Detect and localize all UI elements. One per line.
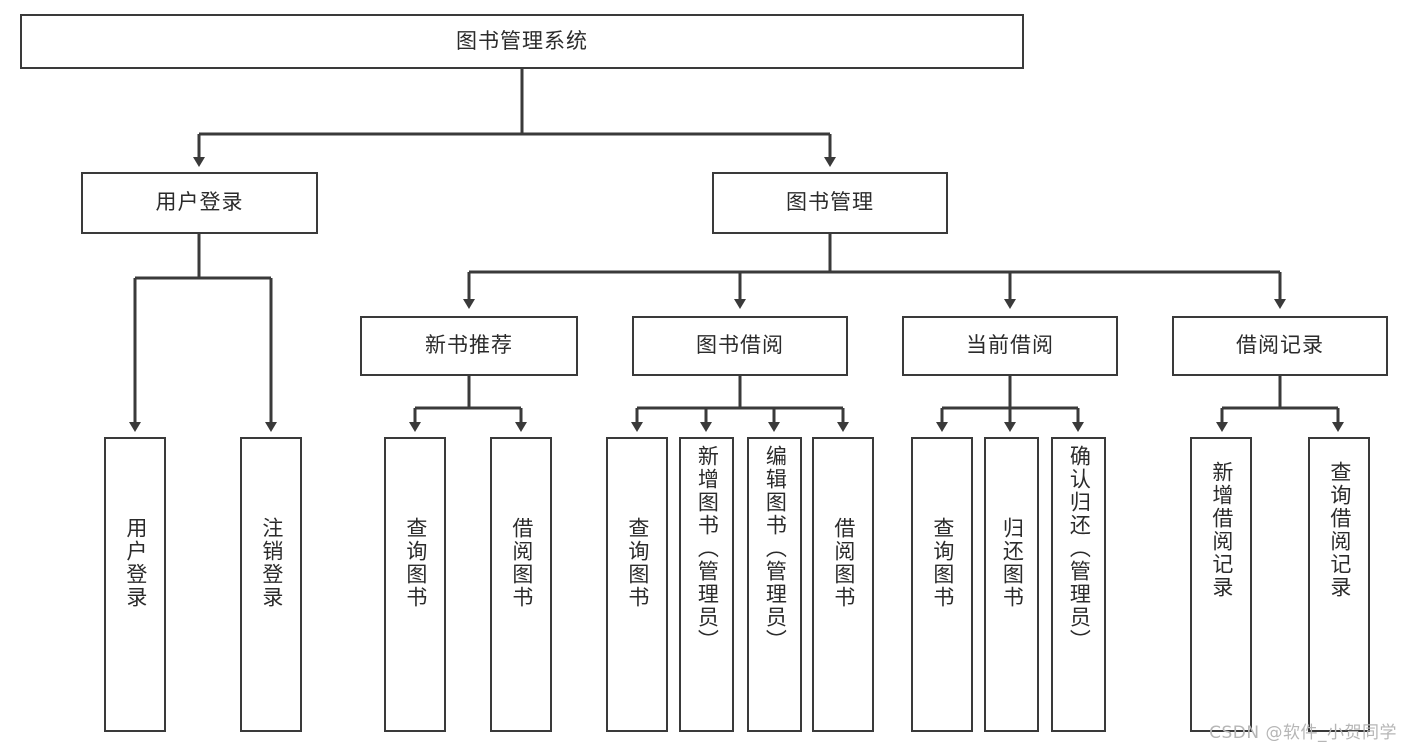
- leaf-label: 新增图书（管理员）: [695, 445, 720, 652]
- node-label: 图书管理: [786, 190, 874, 215]
- leaf-edit-book-admin[interactable]: 编辑图书（管理员）: [747, 437, 802, 732]
- leaf-query-book-current[interactable]: 查询图书: [911, 437, 973, 732]
- leaf-label: 查询图书: [625, 517, 650, 609]
- leaf-label: 注销登录: [259, 517, 284, 609]
- node-user-login[interactable]: 用户登录: [81, 172, 318, 234]
- leaf-add-borrow-record[interactable]: 新增借阅记录: [1190, 437, 1252, 732]
- node-label: 当前借阅: [966, 333, 1054, 358]
- node-label: 图书借阅: [696, 333, 784, 358]
- node-label: 用户登录: [155, 190, 244, 215]
- leaf-label: 查询借阅记录: [1327, 461, 1352, 599]
- leaf-query-book-recommend[interactable]: 查询图书: [384, 437, 446, 732]
- leaf-confirm-return-admin[interactable]: 确认归还（管理员）: [1051, 437, 1106, 732]
- node-label: 新书推荐: [425, 333, 513, 358]
- leaf-label: 编辑图书（管理员）: [763, 445, 788, 652]
- node-label: 图书管理系统: [456, 28, 588, 53]
- leaf-label: 用户登录: [123, 517, 148, 609]
- leaf-label: 查询图书: [403, 517, 428, 609]
- leaf-add-book-admin[interactable]: 新增图书（管理员）: [679, 437, 734, 732]
- leaf-user-login[interactable]: 用户登录: [104, 437, 166, 732]
- leaf-label: 归还图书: [1000, 517, 1025, 609]
- leaf-query-book-borrow[interactable]: 查询图书: [606, 437, 668, 732]
- leaf-label: 新增借阅记录: [1209, 461, 1234, 599]
- node-label: 借阅记录: [1236, 333, 1324, 358]
- leaf-user-logout[interactable]: 注销登录: [240, 437, 302, 732]
- node-current-borrow[interactable]: 当前借阅: [902, 316, 1118, 376]
- leaf-borrow-book-recommend[interactable]: 借阅图书: [490, 437, 552, 732]
- leaf-label: 借阅图书: [831, 517, 856, 609]
- leaf-label: 确认归还（管理员）: [1067, 445, 1092, 652]
- leaf-return-book[interactable]: 归还图书: [984, 437, 1039, 732]
- leaf-query-borrow-record[interactable]: 查询借阅记录: [1308, 437, 1370, 732]
- node-book-borrow[interactable]: 图书借阅: [632, 316, 848, 376]
- node-root[interactable]: 图书管理系统: [20, 14, 1024, 69]
- leaf-label: 查询图书: [930, 517, 955, 609]
- node-new-book-recommend[interactable]: 新书推荐: [360, 316, 578, 376]
- leaf-label: 借阅图书: [509, 517, 534, 609]
- leaf-borrow-book[interactable]: 借阅图书: [812, 437, 874, 732]
- node-borrow-record[interactable]: 借阅记录: [1172, 316, 1388, 376]
- csdn-watermark: CSDN @软件_小贺同学: [1209, 723, 1397, 743]
- node-book-management[interactable]: 图书管理: [712, 172, 948, 234]
